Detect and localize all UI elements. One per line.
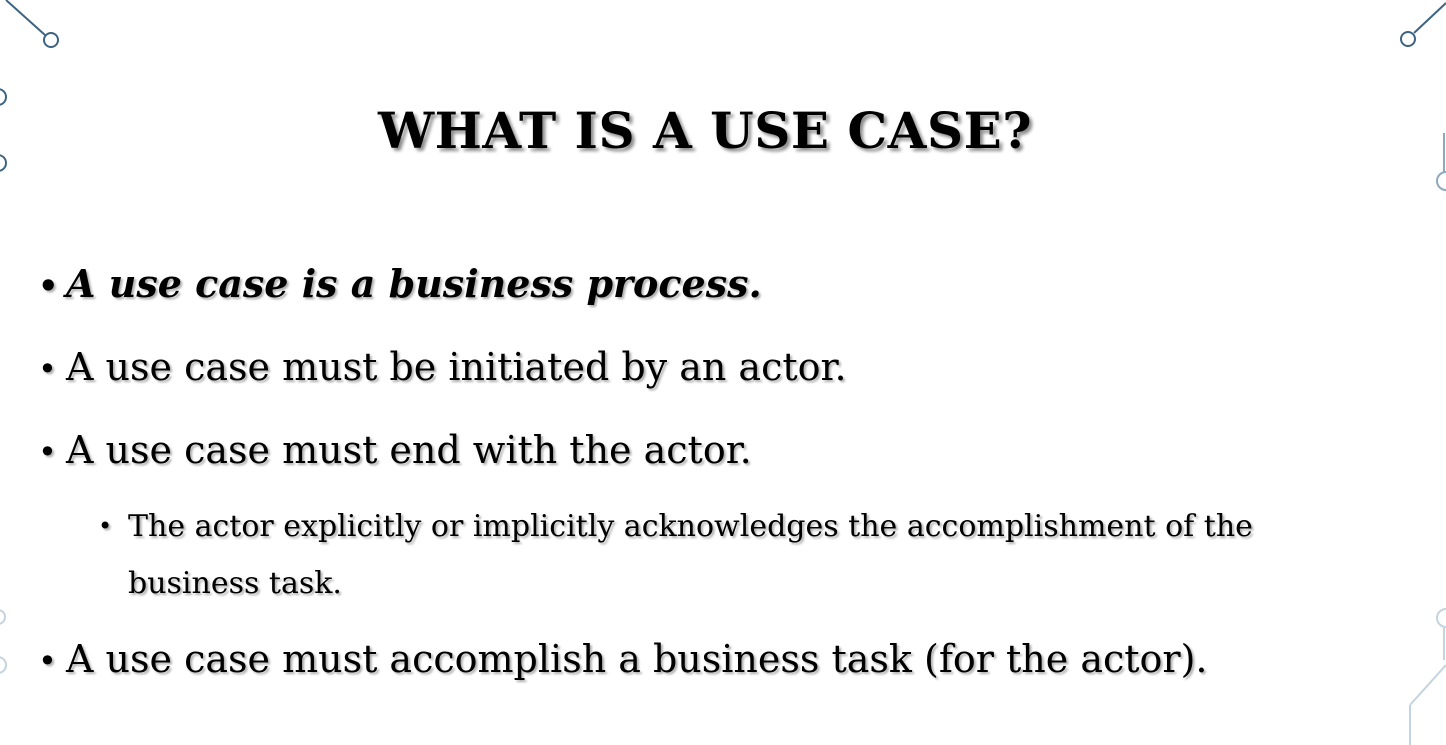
bullet-icon: • bbox=[38, 350, 57, 388]
bullet-item: •A use case must accomplish a business t… bbox=[38, 634, 1207, 686]
bullet-text: A use case must end with the actor. bbox=[66, 428, 752, 472]
bullet-icon: • bbox=[38, 267, 59, 305]
bullet-icon: • bbox=[38, 433, 57, 471]
sub-bullet-text: The actor explicitly or implicitly ackno… bbox=[128, 509, 1253, 601]
bullet-item: •A use case must be initiated by an acto… bbox=[38, 342, 847, 394]
bullet-item: •A use case is a business process. bbox=[38, 259, 762, 311]
bullet-text: A use case is a business process. bbox=[66, 261, 762, 306]
bullet-icon: • bbox=[98, 512, 113, 540]
bullet-text: A use case must be initiated by an actor… bbox=[66, 345, 847, 389]
slide-title: WHAT IS A USE CASE? bbox=[377, 101, 1032, 160]
sub-bullet-item: • The actor explicitly or implicitly ackn… bbox=[98, 498, 1388, 612]
bullet-item: •A use case must end with the actor. bbox=[38, 425, 752, 477]
bullet-icon: • bbox=[38, 642, 57, 680]
bullet-text: A use case must accomplish a business ta… bbox=[66, 637, 1208, 681]
